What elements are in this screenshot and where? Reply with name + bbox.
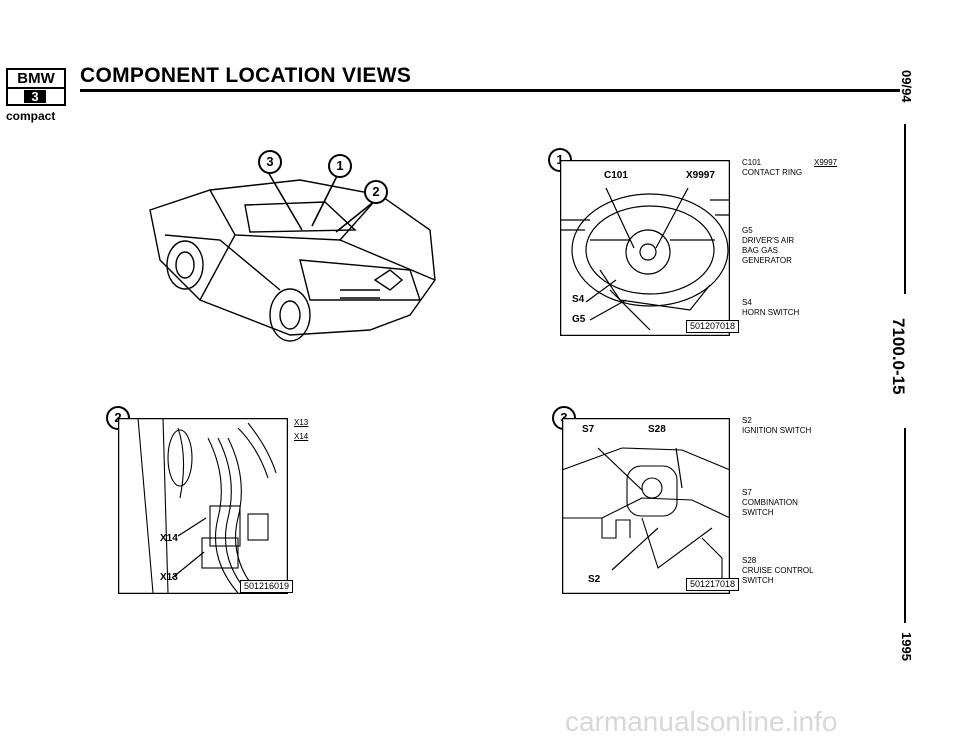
- fig2-legend-x13: X13: [294, 418, 309, 427]
- fig1-label-c101: C101: [604, 170, 628, 181]
- fig3-legend-3: S28 CRUISE CONTROL SWITCH: [742, 556, 822, 586]
- fig1-legend-2-text: DRIVER'S AIR BAG GAS GENERATOR: [742, 236, 795, 265]
- fig1-legend-1: C101 X9997 CONTACT RING: [742, 158, 852, 178]
- fig2-legend-x14: X14: [294, 432, 309, 441]
- fig2-connectors-illustration: [118, 418, 288, 594]
- car-callout-2: 2: [364, 180, 388, 204]
- side-line-2: [904, 428, 906, 623]
- fig3-legend-3-code: S28: [742, 556, 757, 565]
- fig3-label-s28: S28: [648, 424, 666, 435]
- fig3-ref-number: 501217018: [686, 578, 740, 591]
- fig3-label-s2: S2: [588, 574, 601, 585]
- fig1-legend-3: S4 HORN SWITCH: [742, 298, 832, 318]
- fig3-legend-1: S2 IGNITION SWITCH: [742, 416, 822, 436]
- page-title: COMPONENT LOCATION VIEWS: [80, 64, 412, 87]
- fig3-legend-2-text: COMBINATION SWITCH: [742, 498, 798, 517]
- fig1-legend-2: G5 DRIVER'S AIR BAG GAS GENERATOR: [742, 226, 812, 266]
- fig2-label-x13: X13: [160, 572, 178, 583]
- fig3-legend-3-text: CRUISE CONTROL SWITCH: [742, 566, 814, 585]
- fig1-legend-3-text: HORN SWITCH: [742, 308, 800, 317]
- logo-subtitle: compact: [6, 109, 56, 123]
- fig1-legend-1-code: C101: [742, 158, 762, 167]
- car-callout-3: 3: [258, 150, 282, 174]
- fig1-legend-3-code: S4: [742, 298, 752, 307]
- fig1-legend-1-code2: X9997: [814, 158, 838, 167]
- side-year: 1995: [899, 632, 914, 661]
- title-rule: [80, 89, 900, 92]
- fig2-label-x14: X14: [160, 533, 178, 544]
- fig1-legend-2-code: G5: [742, 226, 753, 235]
- fig2-ref-number: 501216019: [240, 580, 294, 593]
- car-callout-1: 1: [328, 154, 352, 178]
- bmw-logo: BMW 3: [6, 68, 66, 106]
- fig1-ref-number: 501207018: [686, 320, 740, 333]
- logo-brand: BMW: [8, 70, 64, 89]
- side-date: 09/94: [899, 70, 914, 103]
- car-illustration: [149, 171, 436, 342]
- side-line-1: [904, 124, 906, 294]
- fig3-label-s7: S7: [582, 424, 595, 435]
- logo-model: 3: [24, 90, 46, 103]
- fig3-legend-1-text: IGNITION SWITCH: [742, 426, 812, 435]
- fig1-label-s4: S4: [572, 294, 585, 305]
- fig1-steering-wheel-illustration: [560, 160, 730, 336]
- fig3-legend-2-code: S7: [742, 488, 752, 497]
- fig1-label-g5: G5: [572, 314, 586, 325]
- watermark: carmanualsonline.info: [565, 706, 838, 737]
- fig1-label-x9997: X9997: [686, 170, 715, 181]
- fig3-legend-2: S7 COMBINATION SWITCH: [742, 488, 822, 518]
- fig3-switches-illustration: [562, 418, 730, 594]
- fig3-legend-1-code: S2: [742, 416, 752, 425]
- fig1-legend-1-text: CONTACT RING: [742, 168, 803, 177]
- side-doc-number: 7100.0-15: [889, 318, 908, 395]
